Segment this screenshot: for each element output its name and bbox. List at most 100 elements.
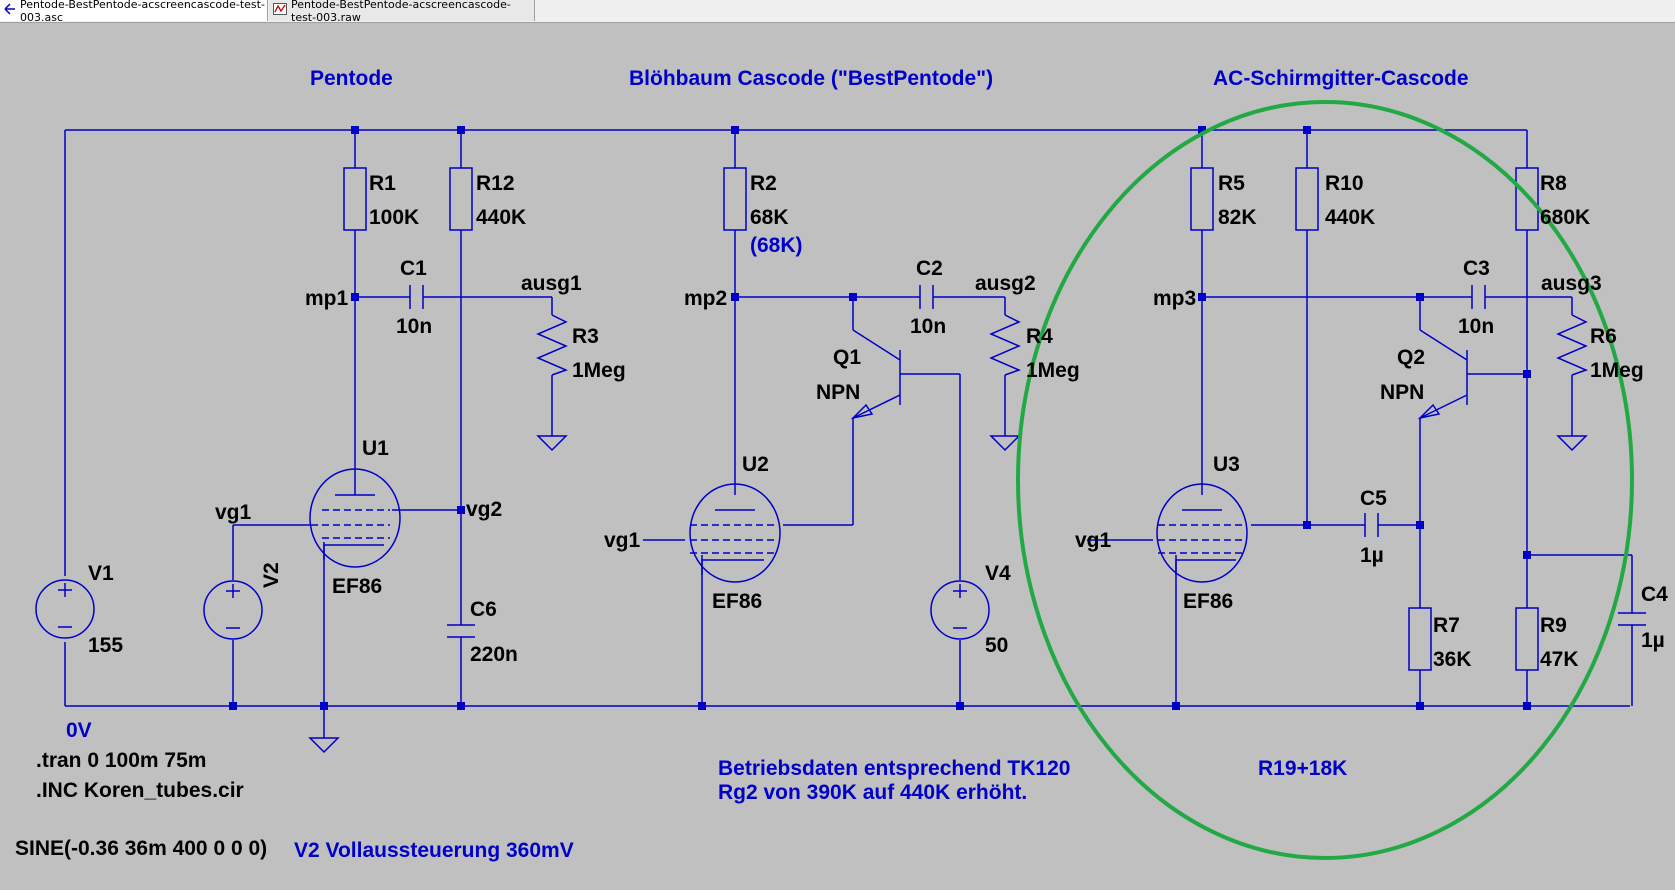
- tube-U3[interactable]: [1156, 483, 1248, 583]
- transistor-Q1[interactable]: [850, 329, 901, 420]
- label-Q1-value: NPN: [816, 381, 860, 404]
- spice-inc-directive: .INC Koren_tubes.cir: [36, 779, 244, 802]
- highlight-ellipse: [1016, 100, 1634, 860]
- tab-bar: Pentode-BestPentode-acscreencascode-test…: [0, 0, 1675, 24]
- label-C3-value: 10n: [1458, 315, 1494, 338]
- label-C2-name: C2: [916, 257, 943, 280]
- schematic-icon: [4, 3, 16, 18]
- label-R8-name: R8: [1540, 172, 1567, 195]
- label-U1-value: EF86: [332, 575, 382, 598]
- label-U3-name: U3: [1213, 453, 1240, 476]
- resistor-R6[interactable]: [1556, 314, 1589, 376]
- comment-betrieb-2: Rg2 von 390K auf 440K erhöht.: [718, 781, 1027, 804]
- capacitor-C1[interactable]: [409, 285, 424, 309]
- tab-label: Pentode-BestPentode-acscreencascode-test…: [20, 0, 265, 24]
- tube-U2[interactable]: [689, 483, 781, 583]
- wires: [64, 129, 1633, 738]
- tab-raw[interactable]: Pentode-BestPentode-acscreencascode-test…: [269, 0, 535, 24]
- label-R6-name: R6: [1590, 325, 1617, 348]
- label-R2-note: (68K): [750, 234, 803, 257]
- capacitor-C4[interactable]: [1618, 612, 1646, 626]
- net-mp1: mp1: [305, 287, 349, 310]
- resistor-R8[interactable]: [1515, 167, 1539, 231]
- waveform-icon: [273, 3, 287, 18]
- net-mp3: mp3: [1153, 287, 1196, 310]
- label-C2-value: 10n: [910, 315, 946, 338]
- net-mp2: mp2: [684, 287, 727, 310]
- ground-symbol-2: [536, 435, 568, 452]
- comment-betrieb-1: Betriebsdaten entsprechend TK120: [718, 757, 1070, 780]
- net-ausg2: ausg2: [975, 272, 1036, 295]
- voltage-source-V1[interactable]: [35, 579, 95, 639]
- label-R9-name: R9: [1540, 614, 1567, 637]
- heading-acscreen: AC-Schirmgitter-Cascode: [1213, 67, 1469, 90]
- voltage-source-V4[interactable]: [930, 580, 990, 640]
- resistor-R7[interactable]: [1408, 607, 1432, 671]
- label-R4-value: 1Meg: [1026, 359, 1080, 382]
- label-U3-value: EF86: [1183, 590, 1233, 613]
- resistor-R1[interactable]: [343, 167, 367, 231]
- label-Q1-name: Q1: [833, 346, 861, 369]
- junctions: [229, 126, 1531, 710]
- label-R3-name: R3: [572, 325, 599, 348]
- label-C1-value: 10n: [396, 315, 432, 338]
- label-R6-value: 1Meg: [1590, 359, 1644, 382]
- net-ausg3: ausg3: [1541, 272, 1602, 295]
- capacitor-C6[interactable]: [447, 624, 475, 638]
- label-R7-value: 36K: [1433, 648, 1472, 671]
- resistor-R5[interactable]: [1190, 167, 1214, 231]
- tube-U1[interactable]: [309, 468, 401, 568]
- capacitor-C5[interactable]: [1364, 513, 1379, 537]
- label-R7-name: R7: [1433, 614, 1460, 637]
- resistor-R4[interactable]: [989, 314, 1022, 376]
- label-C4-name: C4: [1641, 583, 1668, 606]
- label-R5-name: R5: [1218, 172, 1245, 195]
- label-R5-value: 82K: [1218, 206, 1257, 229]
- label-U1-name: U1: [362, 437, 389, 460]
- label-R2-name: R2: [750, 172, 777, 195]
- resistor-R12[interactable]: [449, 167, 473, 231]
- capacitor-C2[interactable]: [919, 285, 934, 309]
- comment-r19: R19+18K: [1258, 757, 1347, 780]
- component-labels: R1 100K R12 440K R2 68K (68K) R5 82K R10…: [88, 172, 1668, 671]
- label-R10-name: R10: [1325, 172, 1364, 195]
- resistor-R3[interactable]: [536, 314, 569, 376]
- comment-v2: V2 Vollaussteuerung 360mV: [294, 839, 574, 862]
- voltage-source-V2[interactable]: [203, 580, 263, 640]
- label-R1-value: 100K: [369, 206, 419, 229]
- resistor-R2[interactable]: [723, 167, 747, 231]
- net-vg2: vg2: [466, 498, 502, 521]
- label-C5-value: 1µ: [1360, 544, 1384, 567]
- label-V1-value: 155: [88, 634, 123, 657]
- ground-symbol-1: [308, 737, 340, 754]
- sine-source-spec: SINE(-0.36 36m 400 0 0 0): [15, 837, 267, 860]
- capacitor-C3[interactable]: [1471, 285, 1486, 309]
- label-C6-value: 220n: [470, 643, 518, 666]
- label-V4-name: V4: [985, 562, 1011, 585]
- resistor-R9[interactable]: [1515, 607, 1539, 671]
- label-U2-value: EF86: [712, 590, 762, 613]
- heading-pentode: Pentode: [310, 67, 393, 90]
- label-V4-value: 50: [985, 634, 1008, 657]
- schematic-canvas[interactable]: Pentode Blöhbaum Cascode ("BestPentode")…: [0, 22, 1675, 885]
- label-R12-value: 440K: [476, 206, 526, 229]
- tab-schematic[interactable]: Pentode-BestPentode-acscreencascode-test…: [0, 0, 268, 24]
- ground-symbol-4: [1556, 435, 1588, 452]
- label-R4-name: R4: [1026, 325, 1053, 348]
- transistor-Q2[interactable]: [1417, 329, 1468, 420]
- label-V2-name: V2: [260, 562, 283, 588]
- label-C3-name: C3: [1463, 257, 1490, 280]
- net-vg1-u2: vg1: [604, 529, 641, 552]
- net-ausg1: ausg1: [521, 272, 582, 295]
- label-Q2-value: NPN: [1380, 381, 1424, 404]
- spice-tran-directive: .tran 0 100m 75m: [36, 749, 206, 772]
- resistor-R10[interactable]: [1295, 167, 1319, 231]
- net-gnd: 0V: [66, 719, 92, 742]
- label-R9-value: 47K: [1540, 648, 1579, 671]
- label-V1-name: V1: [88, 562, 114, 585]
- label-R8-value: 680K: [1540, 206, 1590, 229]
- label-C4-value: 1µ: [1641, 629, 1665, 652]
- label-R3-value: 1Meg: [572, 359, 626, 382]
- label-U2-name: U2: [742, 453, 769, 476]
- tab-label: Pentode-BestPentode-acscreencascode-test…: [291, 0, 511, 24]
